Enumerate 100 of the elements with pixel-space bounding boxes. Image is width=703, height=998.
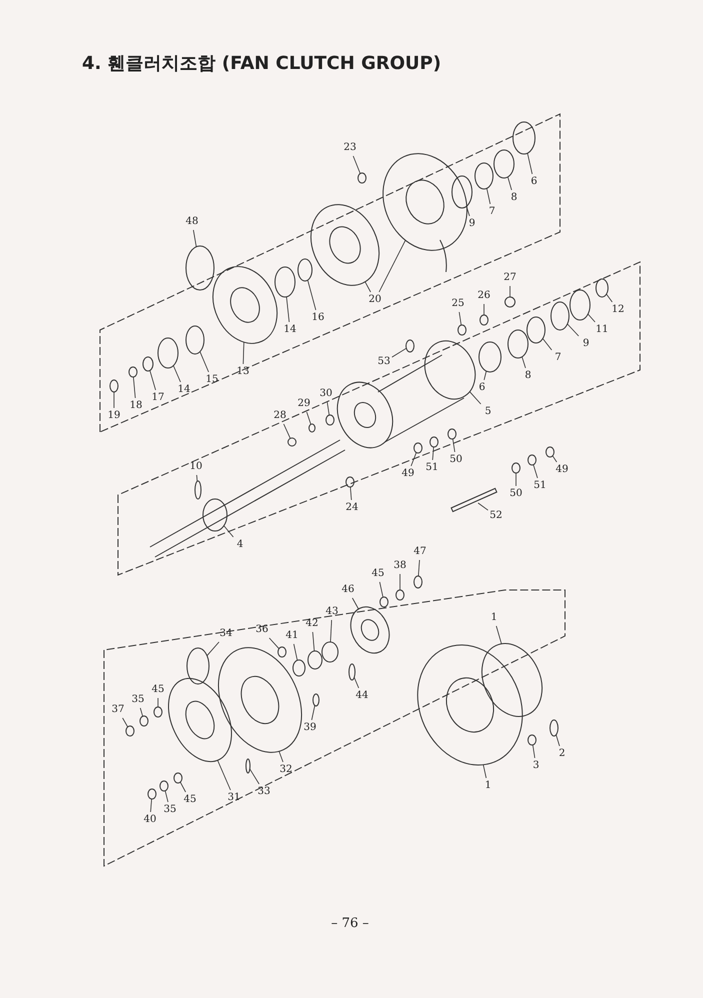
callout-number: 17 [149,391,167,405]
callout-number: 44 [353,689,371,703]
part-drawing [414,576,422,588]
leader-line [306,412,312,425]
part-drawing [458,324,466,336]
leader-line [532,744,536,758]
leader-line [150,370,156,390]
leader-line [542,338,552,350]
callout-number: 9 [577,337,595,351]
part-drawing [414,442,422,454]
part-drawing [160,780,168,792]
callout-number: 41 [283,629,301,643]
part-drawing [526,316,546,344]
callout-number: 3 [527,759,545,773]
callout-number: 29 [295,397,313,411]
leader-line [452,438,456,452]
leader-line [482,764,487,778]
part-drawing [322,642,338,662]
leader-line [496,626,502,644]
page-title: 4. 휀클러치조합 (FAN CLUTCH GROUP) [82,52,442,76]
part-drawing [110,380,118,392]
callout-number: 43 [323,605,341,619]
callout-number: 7 [549,351,567,365]
part-drawing [358,172,366,184]
leader-line [150,798,152,812]
callout-number: 20 [366,293,384,307]
leader-line [173,365,181,382]
leader-line [556,734,560,746]
part-drawing [168,678,232,762]
part-drawing [550,720,558,736]
part-drawing [174,772,182,784]
callout-number: 37 [109,703,127,717]
leader-line [410,452,417,466]
leader-line [392,348,407,358]
leader-line [527,152,533,174]
callout-number: 6 [473,381,491,395]
leader-line [469,391,482,404]
leader-line [567,324,579,336]
leader-line [330,620,332,642]
callout-number: 51 [423,461,441,475]
callout-number: 35 [161,803,179,817]
part-drawing [278,646,286,658]
leader-line [196,474,198,482]
callout-number: 34 [217,627,235,641]
callout-number: 49 [553,463,571,477]
part-drawing [186,326,204,354]
leader-line [379,582,384,598]
callout-number: 1 [485,611,503,625]
part-drawing [186,648,210,684]
part-drawing [546,446,554,458]
leader-line [242,342,244,364]
callout-number: 11 [593,323,611,337]
callout-number: 27 [501,271,519,285]
leader-line [293,644,298,661]
leader-line [552,455,558,462]
callout-number: 46 [339,583,357,597]
leader-line [206,642,220,656]
part-drawing [474,162,494,190]
callout-number: 53 [375,355,393,369]
leader-line [307,280,316,310]
leader-line [378,240,406,292]
page-number: – 76 – [330,916,370,931]
part-drawing [310,204,380,286]
leader-line [122,718,128,728]
part-drawing [148,788,156,800]
callout-number: 50 [507,487,525,501]
part-drawing [508,330,528,358]
part-drawing [482,643,542,717]
callout-number: 24 [343,501,361,515]
leader-line [484,370,487,380]
callout-number: 26 [475,289,493,303]
part-drawing [154,706,162,718]
part-drawing [246,758,250,774]
leader-line [352,156,361,174]
part-drawing [140,716,148,726]
part-drawing [512,122,536,154]
part-drawing [218,647,302,753]
leader-line [193,230,197,248]
leader-line [507,176,512,190]
leader-line [418,560,420,576]
callout-number: 52 [487,509,505,523]
leader-line [364,281,371,292]
leader-line [354,677,360,688]
part-drawing [448,428,456,440]
leader-line [249,768,260,784]
part-drawing [126,726,134,736]
leader-line [326,402,330,416]
part-drawing [480,314,488,326]
callout-number: 40 [141,813,159,827]
callout-number: 35 [129,693,147,707]
part-drawing [350,606,390,654]
part-drawing [570,290,590,320]
leader-line [311,705,316,720]
leader-line [217,760,231,790]
leader-line [312,632,315,652]
leader-line [286,296,290,322]
callout-number: 7 [483,205,501,219]
callout-number: 25 [449,297,467,311]
part-drawing [494,150,514,178]
callout-number: 39 [301,721,319,735]
